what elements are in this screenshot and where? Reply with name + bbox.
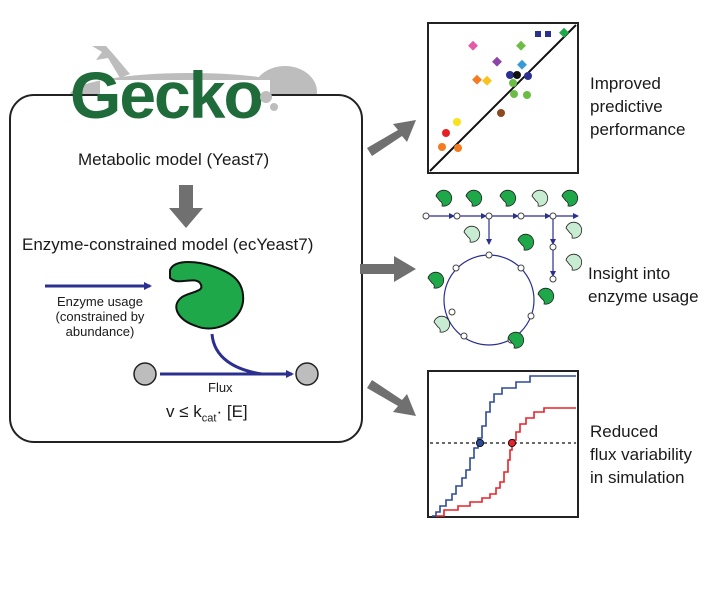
outcome-flux-line-2: flux variability: [590, 445, 693, 464]
arrow-to-enzyme-usage-icon: [360, 256, 416, 282]
equation-suffix: · [E]: [216, 402, 248, 421]
outcome-flux-line-3: in simulation: [590, 468, 685, 487]
substrate-metabolite-icon: [133, 362, 157, 386]
enzyme-icon: [169, 261, 245, 330]
enzyme-usage-text: Enzyme usage (constrained by abundance): [40, 294, 160, 339]
equation-prefix: v ≤ k: [166, 402, 202, 421]
enzyme-to-flux-connector: [210, 333, 263, 376]
gecko-logo: Gecko: [70, 58, 278, 132]
enzyme-icons: [427, 189, 583, 349]
cdf-red-marker: [507, 438, 517, 448]
outcome-enzyme-usage-line-2: enzyme usage: [588, 287, 699, 306]
arrow-to-performance-icon: [367, 120, 416, 156]
outcome-performance-line-3: performance: [590, 120, 686, 139]
outcome-performance-line-2: predictive: [590, 97, 663, 116]
flux-label: Flux: [208, 380, 233, 395]
outcome-enzyme-usage-label: Insight into enzyme usage: [588, 262, 699, 308]
outcome-flux-variability-label: Reduced flux variability in simulation: [590, 420, 692, 489]
pathway-nodes: [422, 212, 557, 344]
enzyme-usage-line-3: abundance): [65, 324, 135, 339]
outcome-performance-label: Improved predictive performance: [590, 72, 685, 141]
kinetic-equation: v ≤ kcat· [E]: [166, 402, 248, 424]
arrow-to-flux-variability-icon: [367, 380, 416, 416]
outcome-enzyme-usage-line-1: Insight into: [588, 264, 671, 283]
cdf-blue-curve: [432, 375, 576, 517]
equation-subscript: cat: [201, 412, 217, 425]
cdf-plot-panel: [427, 370, 579, 518]
down-arrow-icon: [169, 185, 203, 228]
metabolic-model-label: Metabolic model (Yeast7): [78, 150, 270, 169]
enzyme-usage-line-1: Enzyme usage: [57, 294, 143, 309]
outcome-flux-line-1: Reduced: [590, 422, 659, 441]
outcome-performance-line-1: Improved: [590, 74, 661, 93]
enzyme-constrained-model-label: Enzyme-constrained model (ecYeast7): [22, 235, 314, 254]
gecko-logo-text: Gecko: [70, 58, 262, 132]
scatter-plot-panel: [427, 22, 579, 174]
cdf-blue-marker: [475, 438, 485, 448]
enzyme-usage-line-2: (constrained by: [55, 309, 145, 324]
cdf-red-curve: [436, 407, 576, 517]
product-metabolite-icon: [295, 362, 319, 386]
